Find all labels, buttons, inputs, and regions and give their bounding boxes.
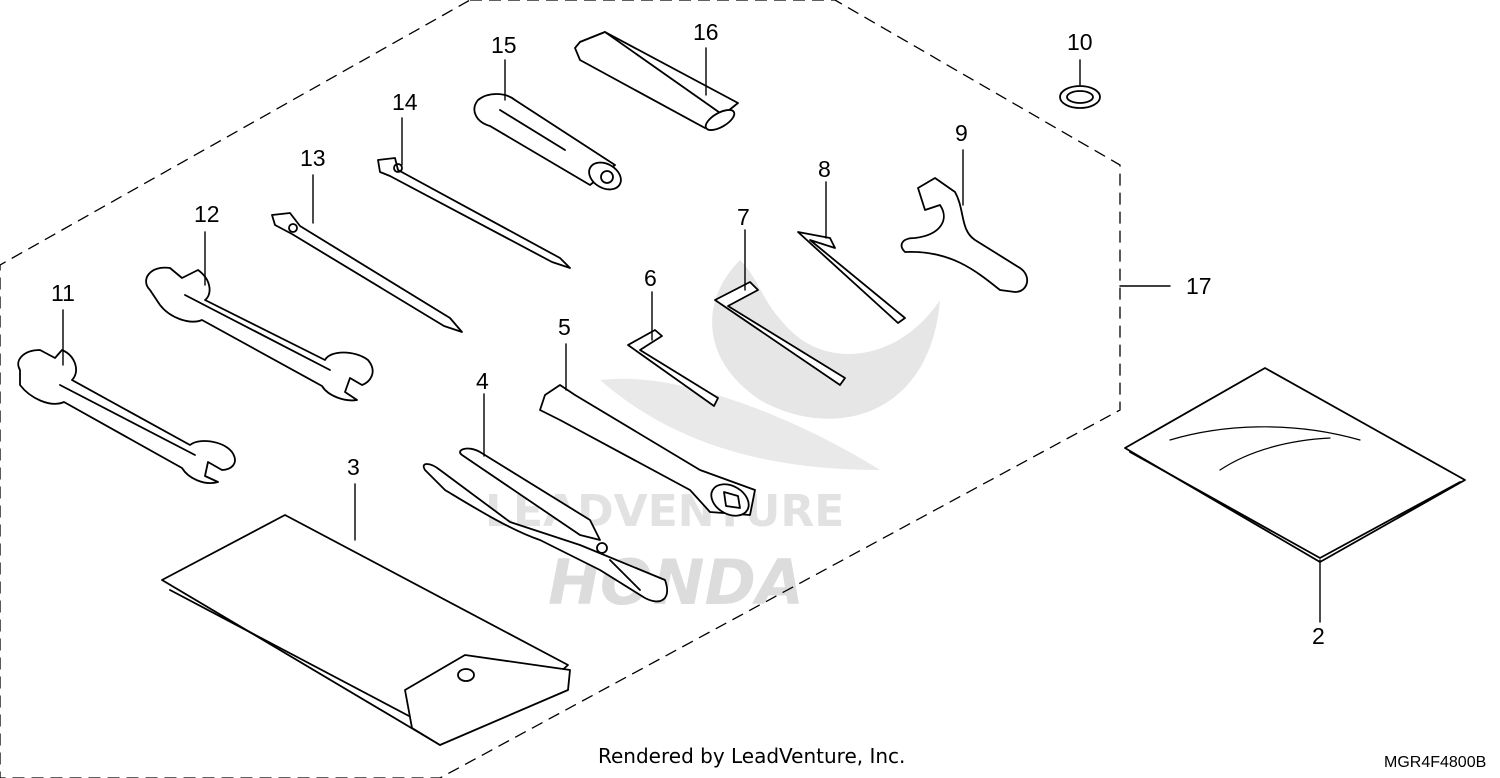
callout-8: 8 <box>818 156 831 182</box>
part-12-wrench <box>145 266 374 402</box>
part-2-manual <box>1124 367 1466 563</box>
callout-7: 7 <box>737 204 750 230</box>
callout-labels: 1 2 3 4 5 6 7 8 9 10 11 12 13 14 15 16 1… <box>51 19 1325 649</box>
part-6-hex-key <box>627 329 719 407</box>
callout-5: 5 <box>558 314 571 340</box>
callout-2: 2 <box>1312 623 1325 649</box>
callout-11: 11 <box>51 280 75 306</box>
callout-13: 13 <box>300 145 326 171</box>
callout-3: 3 <box>347 454 360 480</box>
kit-outline <box>0 0 1121 778</box>
part-7-hex-key <box>714 281 846 386</box>
render-credit: Rendered by LeadVenture, Inc. <box>598 744 906 768</box>
leader-lines <box>62 47 1321 623</box>
watermark-wing-icon <box>712 260 940 419</box>
part-4-pliers <box>422 447 668 603</box>
callout-15: 15 <box>491 32 517 58</box>
callout-12: 12 <box>194 201 220 227</box>
part-15-screwdriver-handle <box>473 93 622 191</box>
part-9-pin-spanner <box>900 177 1029 293</box>
part-10-o-ring <box>1059 85 1101 109</box>
part-8-hex-key <box>797 231 906 324</box>
part-16-tube <box>574 31 739 131</box>
part-14-screwdriver <box>377 157 571 269</box>
callout-9: 9 <box>955 120 968 146</box>
watermark: LEADVENTURE HONDA <box>485 260 940 619</box>
part-13-screwdriver <box>271 212 463 333</box>
diagram-code: MGR4F4800B <box>1384 754 1487 771</box>
callout-6: 6 <box>644 265 657 291</box>
callout-14: 14 <box>392 89 418 115</box>
callout-17: 17 <box>1186 273 1212 299</box>
part-11-wrench <box>17 349 236 484</box>
callout-10: 10 <box>1067 29 1093 55</box>
callout-16: 16 <box>693 19 719 45</box>
part-5-box-spanner <box>539 384 756 517</box>
part-3-bag <box>161 514 571 746</box>
callout-4: 4 <box>476 368 489 394</box>
